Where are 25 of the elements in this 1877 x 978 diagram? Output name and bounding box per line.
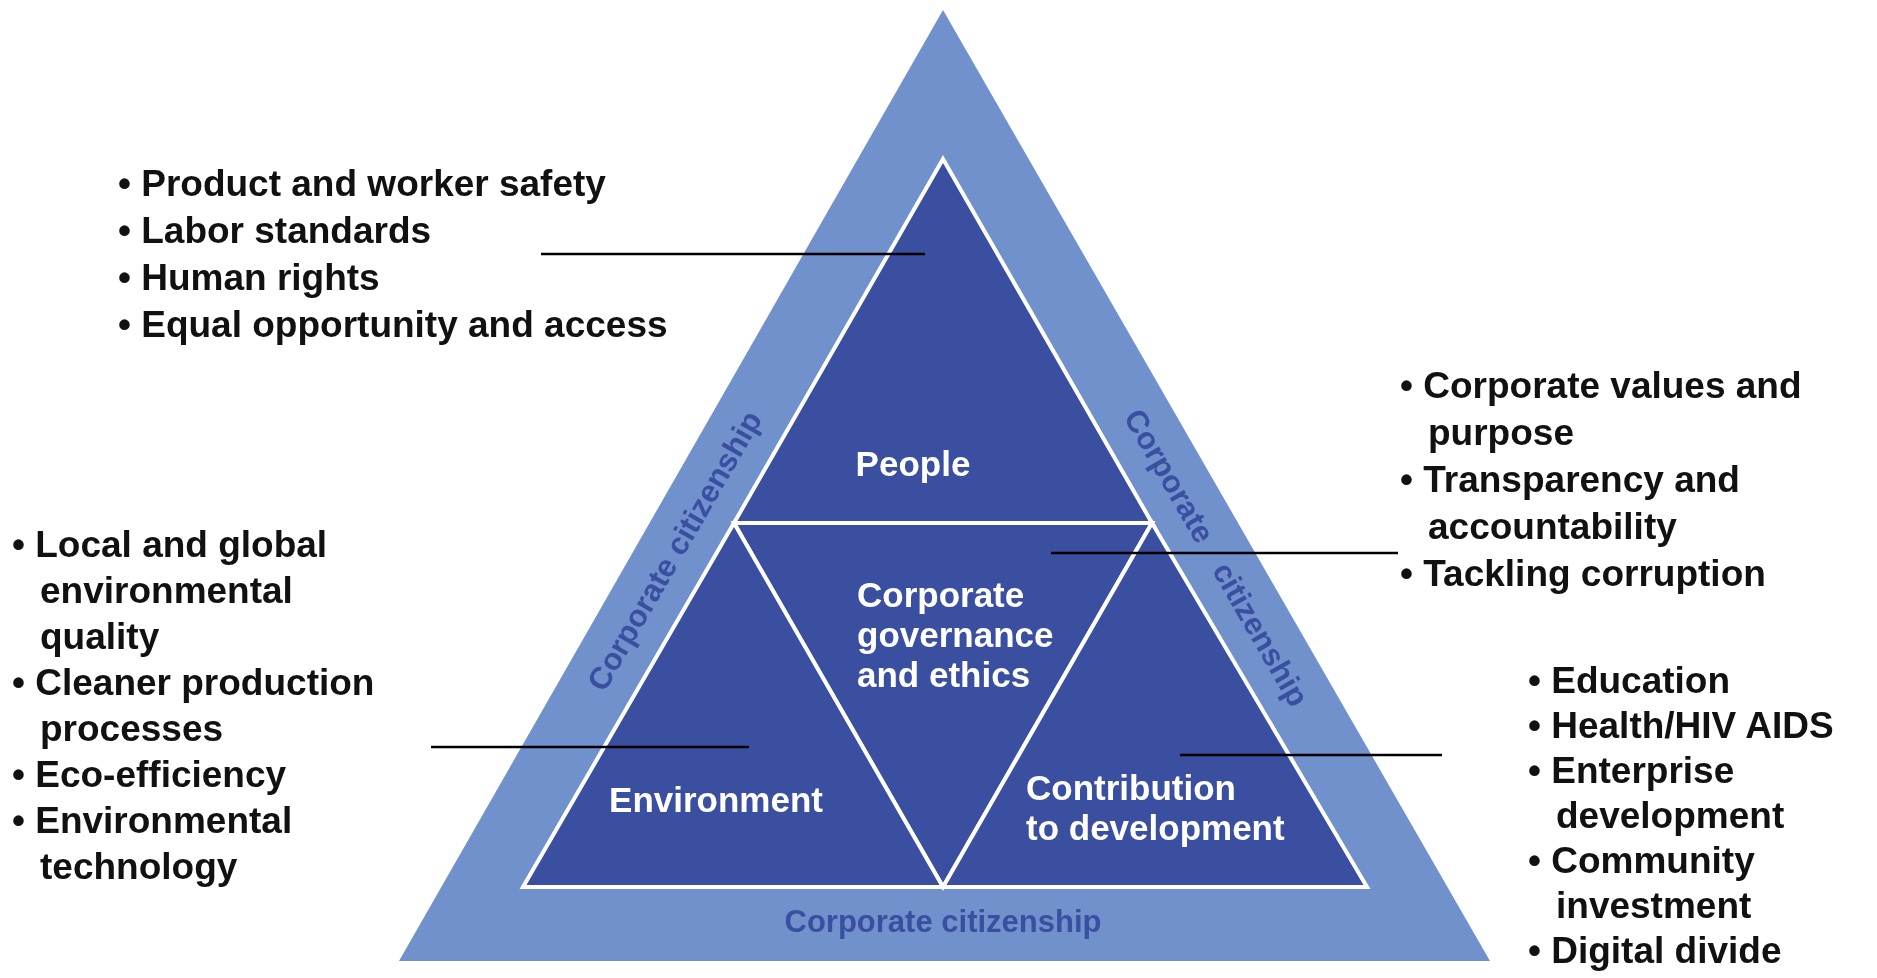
bullet-item: • Education <box>1528 659 1732 703</box>
bullet-item: • Enterprise development <box>1528 749 1786 838</box>
segment-label: People <box>854 444 972 484</box>
leader-line <box>541 252 925 256</box>
band-label: Corporate citizenship <box>784 904 1102 940</box>
bullet-item: • Corporate values and purpose <box>1400 364 1803 455</box>
bullet-item: • Environmental technology <box>12 799 294 889</box>
bullet-item: • Human rights <box>118 256 381 300</box>
bullet-item: • Eco-efficiency <box>12 753 288 797</box>
bullet-item: • Transparency and accountability <box>1400 458 1741 549</box>
bullet-item: • Labor standards <box>118 209 433 253</box>
segment-label: Environment <box>608 780 824 820</box>
bullet-item: • Local and global environmental quality <box>12 523 329 659</box>
bullet-item: • Tackling corruption <box>1400 552 1767 596</box>
leader-line <box>1051 551 1398 555</box>
leader-line <box>1180 753 1442 757</box>
bullet-item: • Health/HIV AIDS <box>1528 704 1835 748</box>
segment-label: Contribution to development <box>1026 768 1286 848</box>
bullet-item: • Cleaner production processes <box>12 661 376 751</box>
bullet-item: • Product and worker safety <box>118 162 607 206</box>
segment-label: Corporate governance and ethics <box>857 575 1055 695</box>
bullet-item: • Community investment <box>1528 839 1756 928</box>
bullet-item: • Equal opportunity and access <box>118 303 669 347</box>
bullet-item: • Digital divide <box>1528 929 1783 973</box>
leader-line <box>431 745 749 749</box>
